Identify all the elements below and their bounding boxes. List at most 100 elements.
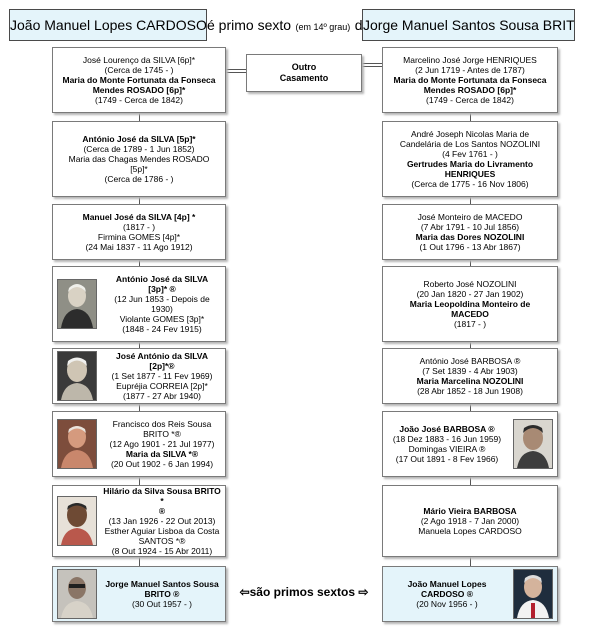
outro-connector-right-b bbox=[362, 66, 388, 67]
person-line: António José da SILVA [5p]* bbox=[82, 134, 196, 144]
outro-connector-left-a bbox=[226, 69, 246, 70]
left-gen-6-couple[interactable]: Francisco dos Reis Sousa BRITO *® (12 Ag… bbox=[52, 411, 226, 477]
person-line: (1 Set 1877 - 11 Fev 1969) bbox=[111, 371, 213, 381]
person-line: MACEDO bbox=[451, 309, 489, 319]
person-line: [3p]* ® bbox=[148, 284, 176, 294]
right-gen-6-text: João José BARBOSA ® (18 Dez 1883 - 16 Ju… bbox=[387, 424, 507, 464]
header-left-person[interactable]: João Manuel Lopes CARDOSO bbox=[9, 9, 207, 41]
right-gen-3-text: José Monteiro de MACEDO (7 Abr 1791 - 10… bbox=[387, 212, 553, 252]
person-line: (30 Out 1957 - ) bbox=[131, 599, 192, 609]
left-gen-7-couple[interactable]: Hilário da Silva Sousa BRITO * ® (13 Jan… bbox=[52, 485, 226, 557]
person-line: (2 Jun 1719 - Antes de 1787) bbox=[415, 65, 525, 75]
portrait-photo bbox=[57, 569, 97, 619]
left-gen-3-couple[interactable]: Manuel José da SILVA [4p] * (1817 - ) Fi… bbox=[52, 204, 226, 260]
left-gen-7-text: Hilário da Silva Sousa BRITO * ® (13 Jan… bbox=[103, 486, 221, 556]
relation-label: ⇦são primos sextos ⇨ bbox=[239, 585, 369, 599]
person-line: Maria da SILVA *® bbox=[125, 449, 199, 459]
left-gen-5-couple[interactable]: José António da SILVA [2p]*® (1 Set 1877… bbox=[52, 348, 226, 404]
person-line: (Cerca de 1745 - ) bbox=[104, 65, 174, 75]
person-line: Maria do Monte Fortunata da Fonseca bbox=[62, 75, 216, 85]
person-line: (20 Nov 1956 - ) bbox=[416, 599, 478, 609]
portrait-photo bbox=[57, 419, 97, 469]
person-line: Mário Vieira BARBOSA bbox=[423, 506, 517, 516]
person-line: António José BARBOSA ® bbox=[419, 356, 521, 366]
person-line: Maria das Chagas Mendes ROSADO bbox=[68, 154, 210, 164]
person-line: Hilário da Silva Sousa BRITO * bbox=[103, 486, 221, 506]
outro-connector-right-a bbox=[362, 63, 388, 64]
person-line: (Cerca de 1789 - 1 Jun 1852) bbox=[83, 144, 195, 154]
left-gen-1-text: José Lourenço da SILVA [6p]* (Cerca de 1… bbox=[57, 55, 221, 105]
person-line: (2 Ago 1918 - 7 Jan 2000) bbox=[420, 516, 520, 526]
person-line: (1749 - Cerca de 1842) bbox=[426, 95, 514, 105]
right-gen-5-couple[interactable]: António José BARBOSA ® (7 Set 1839 - 4 A… bbox=[382, 348, 558, 404]
left-gen-2-couple[interactable]: António José da SILVA [5p]* (Cerca de 17… bbox=[52, 121, 226, 197]
person-line: (24 Mai 1837 - 11 Ago 1912) bbox=[85, 242, 193, 252]
header-relation: é primo sexto bbox=[207, 17, 292, 33]
right-gen-2-couple[interactable]: André Joseph Nicolas Maria de Candelária… bbox=[382, 121, 558, 197]
person-line: (20 Out 1902 - 6 Jan 1994) bbox=[110, 459, 214, 469]
person-line: Manuel José da SILVA [4p] * bbox=[82, 212, 196, 222]
person-line: José António da SILVA [2p]*® bbox=[116, 351, 208, 371]
person-line: Candelária de Los Santos NOZOLINI bbox=[399, 139, 541, 149]
person-line: Mendes ROSADO [6p]* bbox=[92, 85, 186, 95]
person-line: (20 Jan 1820 - 27 Jan 1902) bbox=[416, 289, 524, 299]
person-line: (7 Set 1839 - 4 Abr 1903) bbox=[422, 366, 518, 376]
person-line: (18 Dez 1883 - 16 Jun 1959) bbox=[392, 434, 502, 444]
outro-label-2: Casamento bbox=[279, 73, 329, 83]
header-right-name: Jorge Manuel Santos Sousa BRITO bbox=[363, 17, 575, 33]
person-line: Esther Aguiar Lisboa da Costa bbox=[104, 526, 220, 536]
left-gen-4-text: António José da SILVA [3p]* ® (12 Jun 18… bbox=[103, 274, 221, 334]
person-line: (28 Abr 1852 - 18 Jun 1908) bbox=[417, 386, 523, 396]
person-line: António José da SILVA bbox=[115, 274, 209, 284]
person-line: Jorge Manuel Santos Sousa bbox=[105, 579, 219, 589]
person-line: BRITO ® bbox=[144, 589, 180, 599]
left-gen-2-text: António José da SILVA [5p]* (Cerca de 17… bbox=[57, 134, 221, 184]
right-gen-4-couple[interactable]: Roberto José NOZOLINI (20 Jan 1820 - 27 … bbox=[382, 266, 558, 342]
left-gen-3-text: Manuel José da SILVA [4p] * (1817 - ) Fi… bbox=[57, 212, 221, 252]
header-relation-text: é primo sexto (em 14º grau) de bbox=[207, 9, 370, 41]
outro-connector-left-b bbox=[226, 72, 246, 73]
person-line: (1817 - ) bbox=[122, 222, 156, 232]
person-line: (7 Abr 1791 - 10 Jul 1856) bbox=[420, 222, 520, 232]
portrait-photo bbox=[513, 569, 553, 619]
person-line: Eupréjia CORREIA [2p]* bbox=[116, 381, 208, 391]
person-line: (1817 - ) bbox=[453, 319, 487, 329]
person-line: (1848 - 24 Fev 1915) bbox=[122, 324, 202, 334]
person-line: (13 Jan 1926 - 22 Out 2013) bbox=[108, 516, 216, 526]
outro-label-1: Outro bbox=[291, 62, 317, 72]
person-line: Roberto José NOZOLINI bbox=[423, 279, 517, 289]
right-gen-1-couple[interactable]: Marcelino José Jorge HENRIQUES (2 Jun 17… bbox=[382, 47, 558, 113]
header-degree: (em 14º grau) bbox=[295, 22, 351, 32]
right-gen-7-couple[interactable]: Mário Vieira BARBOSA (2 Ago 1918 - 7 Jan… bbox=[382, 485, 558, 557]
left-gen-1-couple[interactable]: José Lourenço da SILVA [6p]* (Cerca de 1… bbox=[52, 47, 226, 113]
left-person-jorge[interactable]: Jorge Manuel Santos Sousa BRITO ® (30 Ou… bbox=[52, 566, 226, 622]
header-right-person[interactable]: Jorge Manuel Santos Sousa BRITO bbox=[362, 9, 575, 41]
person-line: 1930) bbox=[151, 304, 173, 314]
person-line: Maria do Monte Fortunata da Fonseca bbox=[393, 75, 547, 85]
person-line: ® bbox=[158, 506, 166, 516]
person-line: Violante GOMES [3p]* bbox=[119, 314, 205, 324]
right-gen-6-couple[interactable]: João José BARBOSA ® (18 Dez 1883 - 16 Ju… bbox=[382, 411, 558, 477]
person-line: (8 Out 1924 - 15 Abr 2011) bbox=[111, 546, 213, 556]
person-line: SANTOS *® bbox=[138, 536, 186, 546]
right-gen-1-text: Marcelino José Jorge HENRIQUES (2 Jun 17… bbox=[387, 55, 553, 105]
person-line: (Cerca de 1775 - 16 Nov 1806) bbox=[411, 179, 529, 189]
left-gen-4-couple[interactable]: António José da SILVA [3p]* ® (12 Jun 18… bbox=[52, 266, 226, 342]
person-line: João José BARBOSA ® bbox=[399, 424, 495, 434]
person-line: (12 Ago 1901 - 21 Jul 1977) bbox=[109, 439, 215, 449]
right-gen-5-text: António José BARBOSA ® (7 Set 1839 - 4 A… bbox=[387, 356, 553, 396]
outro-casamento-box: Outro Casamento bbox=[246, 54, 362, 92]
person-line: [5p]* bbox=[130, 164, 148, 174]
person-line: José Lourenço da SILVA [6p]* bbox=[82, 55, 196, 65]
portrait-photo bbox=[513, 419, 553, 469]
person-line: João Manuel Lopes bbox=[407, 579, 487, 589]
right-gen-3-couple[interactable]: José Monteiro de MACEDO (7 Abr 1791 - 10… bbox=[382, 204, 558, 260]
person-line: Firmina GOMES [4p]* bbox=[97, 232, 181, 242]
person-line: Gertrudes Maria do Livramento bbox=[406, 159, 534, 169]
portrait-photo bbox=[57, 496, 97, 546]
person-line: Domingas VIEIRA ® bbox=[408, 444, 486, 454]
left-gen-6-text: Francisco dos Reis Sousa BRITO *® (12 Ag… bbox=[103, 419, 221, 469]
right-person-joao[interactable]: João Manuel Lopes CARDOSO ® (20 Nov 1956… bbox=[382, 566, 558, 622]
person-line: (1 Out 1796 - 13 Abr 1867) bbox=[419, 242, 521, 252]
right-person-joao-text: João Manuel Lopes CARDOSO ® (20 Nov 1956… bbox=[387, 579, 507, 609]
